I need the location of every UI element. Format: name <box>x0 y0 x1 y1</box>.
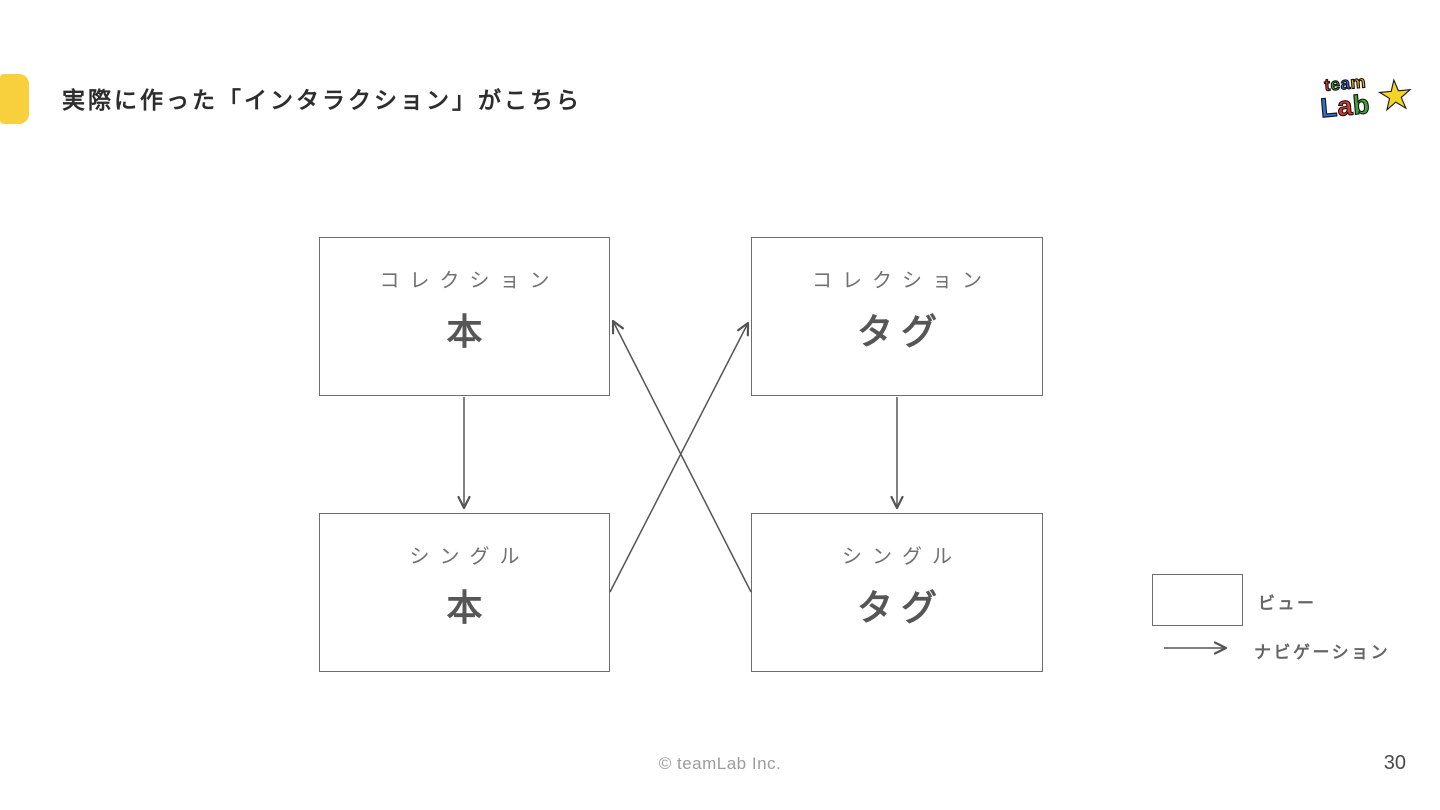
node-collection-book: コレクション 本 <box>319 237 610 396</box>
edge-single-tag-to-collection-book <box>611 319 752 593</box>
accent-bar <box>0 74 29 124</box>
node-kind-label: コレクション <box>379 270 560 292</box>
logo-letter: b <box>1351 89 1372 121</box>
logo-word-lab: Lab ★ <box>1319 72 1416 124</box>
node-collection-tag: コレクション タグ <box>751 237 1043 396</box>
legend-view-label: ビュー <box>1258 594 1317 613</box>
edge-single-book-to-collection-tag <box>609 321 750 593</box>
page-number: 30 <box>1383 752 1406 774</box>
node-kind-label: コレクション <box>812 270 992 292</box>
legend-view-swatch <box>1152 574 1243 626</box>
copyright-text: © teamLab Inc. <box>658 754 782 773</box>
node-name-label: 本 <box>446 311 491 352</box>
node-name-label: タグ <box>856 587 945 628</box>
teamlab-logo: team Lab ★ <box>1318 71 1416 134</box>
node-kind-label: シングル <box>842 546 962 568</box>
legend-navigation-label: ナビゲーション <box>1254 643 1391 662</box>
star-icon: ★ <box>1375 72 1416 120</box>
node-single-tag: シングル タグ <box>751 513 1043 672</box>
node-single-book: シングル 本 <box>319 513 610 672</box>
page-title: 実際に作った「インタラクション」がこちら <box>62 87 582 113</box>
node-name-label: 本 <box>446 587 491 628</box>
node-kind-label: シングル <box>409 546 530 568</box>
node-name-label: タグ <box>856 311 945 352</box>
